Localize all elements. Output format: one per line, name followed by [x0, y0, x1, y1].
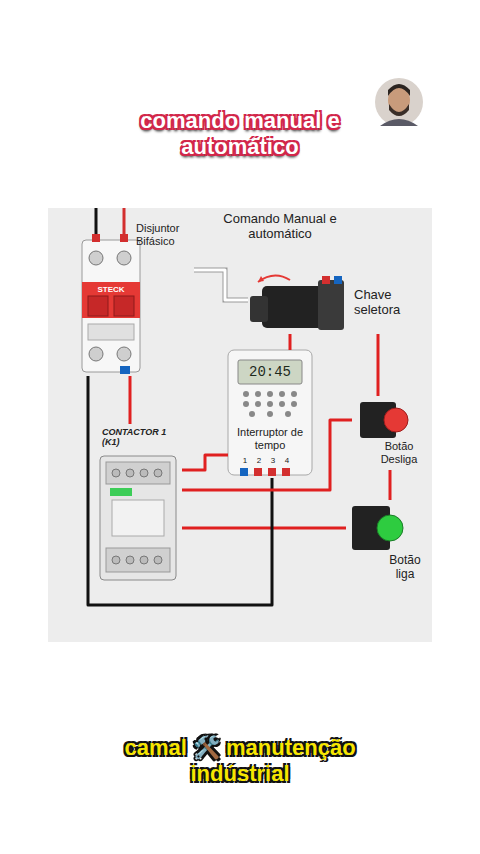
contactor-body	[100, 456, 176, 580]
timer-switch: Interruptor de tempo	[228, 350, 314, 478]
wire-path	[389, 470, 392, 500]
terminal	[92, 234, 100, 242]
terminal-number: 2	[254, 456, 264, 465]
component-label: Disjuntor Bifásico	[136, 222, 190, 247]
terminal	[120, 234, 128, 242]
selector-knob	[250, 296, 268, 322]
wire-outline	[194, 270, 248, 300]
supply-wire	[95, 208, 98, 234]
breaker-lever	[88, 296, 108, 316]
breaker-screw	[89, 347, 103, 361]
timer-display	[238, 360, 302, 384]
button-head-red	[384, 408, 408, 432]
wire-path	[182, 455, 228, 470]
contactor-badge	[110, 488, 132, 496]
avatar	[375, 78, 423, 126]
wire-path	[129, 376, 132, 424]
caption: camal 🛠️ manutenção indústrial	[110, 735, 370, 788]
timer-buttons	[243, 391, 297, 417]
avatar-beard	[389, 104, 409, 116]
terminal	[254, 468, 262, 476]
terminal	[120, 366, 130, 374]
wire-path	[182, 420, 352, 490]
component-label: CONTACTOR 1 (K1)	[102, 427, 174, 448]
component-label: Botão liga	[382, 554, 428, 582]
avatar-shirt	[380, 119, 418, 126]
terminal-number: 1	[240, 456, 250, 465]
brand-label: STECK	[84, 285, 138, 294]
breaker: Disjuntor Bifásico	[80, 218, 194, 376]
breaker-screw	[89, 251, 103, 265]
supply-wire	[123, 208, 126, 234]
title: comando manual e automático	[125, 108, 355, 161]
contactor-top-terminals	[106, 462, 170, 484]
breaker-window	[88, 324, 134, 340]
terminal	[282, 468, 290, 476]
component-label: Botão Desliga	[374, 440, 424, 465]
selector-body	[262, 286, 324, 328]
wire	[378, 334, 379, 396]
component-label: Interruptor de tempo	[232, 426, 308, 451]
breaker-screw	[117, 347, 131, 361]
breaker-lever	[114, 296, 134, 316]
wire	[130, 376, 131, 424]
diagram-ground	[48, 208, 432, 642]
wire-path	[194, 270, 248, 300]
terminal	[268, 468, 276, 476]
start-button: Botão liga	[346, 500, 432, 590]
contactor: CONTACTOR 1 (K1)	[96, 424, 182, 584]
wire	[390, 470, 391, 500]
terminal	[334, 276, 342, 284]
component-label: Chave seletora	[354, 288, 412, 318]
wire-path	[289, 334, 292, 350]
terminal-number: 4	[282, 456, 292, 465]
breaker-body	[82, 240, 140, 372]
avatar-hair	[388, 84, 410, 96]
breaker-band	[82, 282, 140, 318]
button-head-green	[377, 515, 403, 541]
selector-switch: Chave seletora	[248, 268, 416, 334]
wire-path	[182, 527, 346, 530]
section-heading: Comando Manual e automático	[205, 212, 355, 242]
contactor-bottom-terminals	[106, 548, 170, 572]
terminal	[240, 468, 248, 476]
timer-body	[228, 350, 312, 475]
display-readout: 20:45	[240, 364, 300, 380]
rotation-arrow	[258, 276, 264, 282]
wire	[194, 270, 248, 300]
terminal	[322, 276, 330, 284]
terminal-number: 3	[268, 456, 278, 465]
stop-button: Botão Desliga	[352, 396, 428, 470]
breaker-screw	[117, 251, 131, 265]
wire	[290, 334, 291, 350]
wire-path	[377, 334, 380, 396]
rotation-arrow	[258, 275, 290, 282]
contactor-front	[112, 500, 164, 536]
selector-contact-block	[318, 280, 344, 330]
wire	[182, 455, 228, 470]
wire	[182, 528, 346, 529]
wire	[182, 420, 352, 490]
contactor-screws	[112, 469, 162, 564]
